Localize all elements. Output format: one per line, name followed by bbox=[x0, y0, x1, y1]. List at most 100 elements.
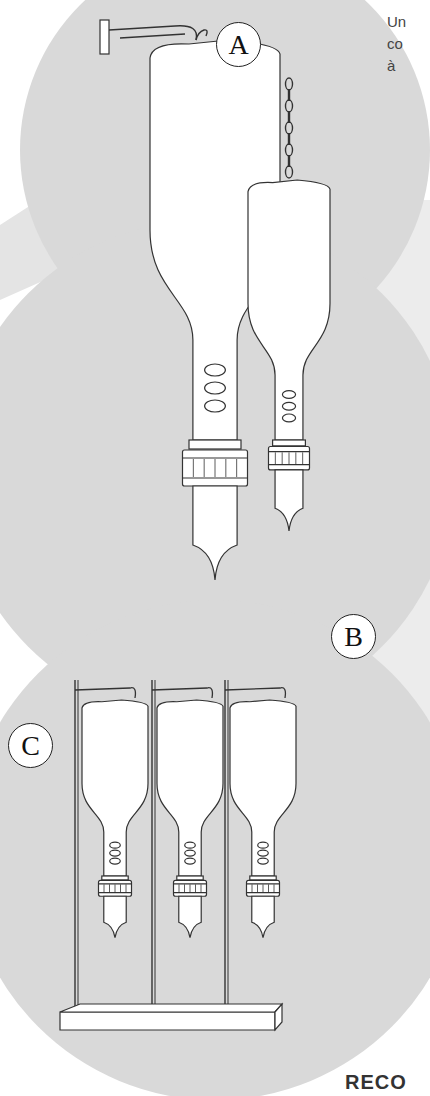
collar bbox=[183, 450, 248, 486]
chain-link bbox=[286, 78, 293, 90]
stand-pole bbox=[151, 680, 152, 1010]
stroke bbox=[195, 884, 196, 892]
stroke bbox=[120, 884, 121, 892]
dropper-tube bbox=[179, 896, 201, 937]
callout-circle: C bbox=[8, 723, 53, 768]
stroke bbox=[174, 883, 207, 884]
collar bbox=[269, 447, 310, 470]
stroke bbox=[174, 892, 207, 893]
stand-pole bbox=[228, 680, 229, 1010]
hook-wire bbox=[225, 688, 285, 698]
stroke bbox=[99, 883, 132, 884]
grip-oval bbox=[205, 364, 226, 376]
chain-link bbox=[286, 166, 293, 178]
bottle-body bbox=[82, 700, 148, 876]
chain-link bbox=[286, 100, 293, 112]
grip-oval bbox=[185, 858, 196, 864]
stroke bbox=[115, 884, 116, 892]
grip-oval bbox=[282, 414, 295, 422]
ring bbox=[273, 440, 306, 446]
dropper-tube bbox=[252, 896, 274, 937]
stroke bbox=[274, 884, 275, 892]
hook-wire bbox=[109, 26, 197, 40]
stroke bbox=[268, 884, 269, 892]
stand-base bbox=[60, 1004, 282, 1012]
chain-link bbox=[288, 89, 290, 101]
bottle-drip bbox=[82, 700, 148, 938]
stroke bbox=[257, 884, 258, 892]
hook-wire bbox=[152, 688, 212, 698]
stroke bbox=[99, 892, 132, 893]
bottle-body bbox=[230, 700, 296, 876]
stroke bbox=[247, 883, 280, 884]
stroke bbox=[126, 884, 127, 892]
stand-base bbox=[60, 1012, 275, 1030]
dropper-tube bbox=[275, 470, 303, 531]
grip-oval bbox=[282, 391, 295, 399]
grip-oval bbox=[258, 858, 269, 864]
wall-plate bbox=[100, 20, 109, 54]
callout-letter: C bbox=[21, 732, 40, 760]
grip-oval bbox=[205, 382, 226, 394]
section-heading: RECO bbox=[345, 1072, 407, 1092]
stand-pole bbox=[155, 680, 156, 1010]
chain-link bbox=[288, 133, 290, 145]
stroke bbox=[204, 459, 205, 477]
grip-oval bbox=[185, 842, 196, 848]
collar bbox=[247, 880, 280, 896]
stroke bbox=[104, 884, 105, 892]
stand-pole bbox=[224, 680, 225, 1010]
grip-oval bbox=[205, 400, 226, 412]
stroke bbox=[225, 459, 226, 477]
stand-base bbox=[275, 1004, 282, 1030]
stroke bbox=[275, 452, 276, 464]
stroke bbox=[193, 459, 194, 477]
bottle-body bbox=[157, 700, 223, 876]
stroke bbox=[190, 884, 191, 892]
callout-letter: B bbox=[344, 623, 363, 651]
collar bbox=[174, 880, 207, 896]
stroke bbox=[295, 452, 296, 464]
stand-pole bbox=[74, 680, 75, 1010]
stroke bbox=[236, 459, 237, 477]
stroke bbox=[269, 464, 310, 465]
stand-pole bbox=[78, 680, 79, 1010]
ring bbox=[102, 876, 128, 880]
hook-end bbox=[196, 30, 207, 40]
callout-circle: A bbox=[216, 22, 261, 67]
stroke bbox=[263, 884, 264, 892]
dropper-tube bbox=[193, 486, 237, 580]
dropper-tube bbox=[104, 896, 126, 937]
grip-oval bbox=[282, 402, 295, 410]
grip-oval bbox=[110, 850, 121, 856]
ground-circle bbox=[0, 600, 430, 1096]
bottle-drip bbox=[248, 180, 330, 531]
ring bbox=[177, 876, 203, 880]
grip-oval bbox=[258, 842, 269, 848]
ring bbox=[189, 440, 241, 449]
stroke bbox=[215, 459, 216, 477]
stroke bbox=[183, 457, 248, 458]
stroke bbox=[109, 884, 110, 892]
hook-wire bbox=[75, 688, 135, 698]
callout-letter: A bbox=[228, 31, 248, 59]
stroke bbox=[184, 884, 185, 892]
stroke bbox=[269, 451, 310, 452]
chain-link bbox=[286, 144, 293, 156]
grip-oval bbox=[258, 850, 269, 856]
ring bbox=[250, 876, 276, 880]
stroke bbox=[183, 477, 248, 478]
collar bbox=[99, 880, 132, 896]
stroke bbox=[247, 892, 280, 893]
body-text: à bbox=[387, 58, 395, 73]
stroke bbox=[289, 452, 290, 464]
stroke bbox=[252, 884, 253, 892]
stroke bbox=[179, 884, 180, 892]
bottle-drip bbox=[230, 700, 296, 938]
callout-circle: B bbox=[331, 614, 376, 659]
body-text: Un bbox=[387, 14, 406, 29]
grip-oval bbox=[110, 842, 121, 848]
bottle-drip bbox=[157, 700, 223, 938]
stroke bbox=[201, 884, 202, 892]
